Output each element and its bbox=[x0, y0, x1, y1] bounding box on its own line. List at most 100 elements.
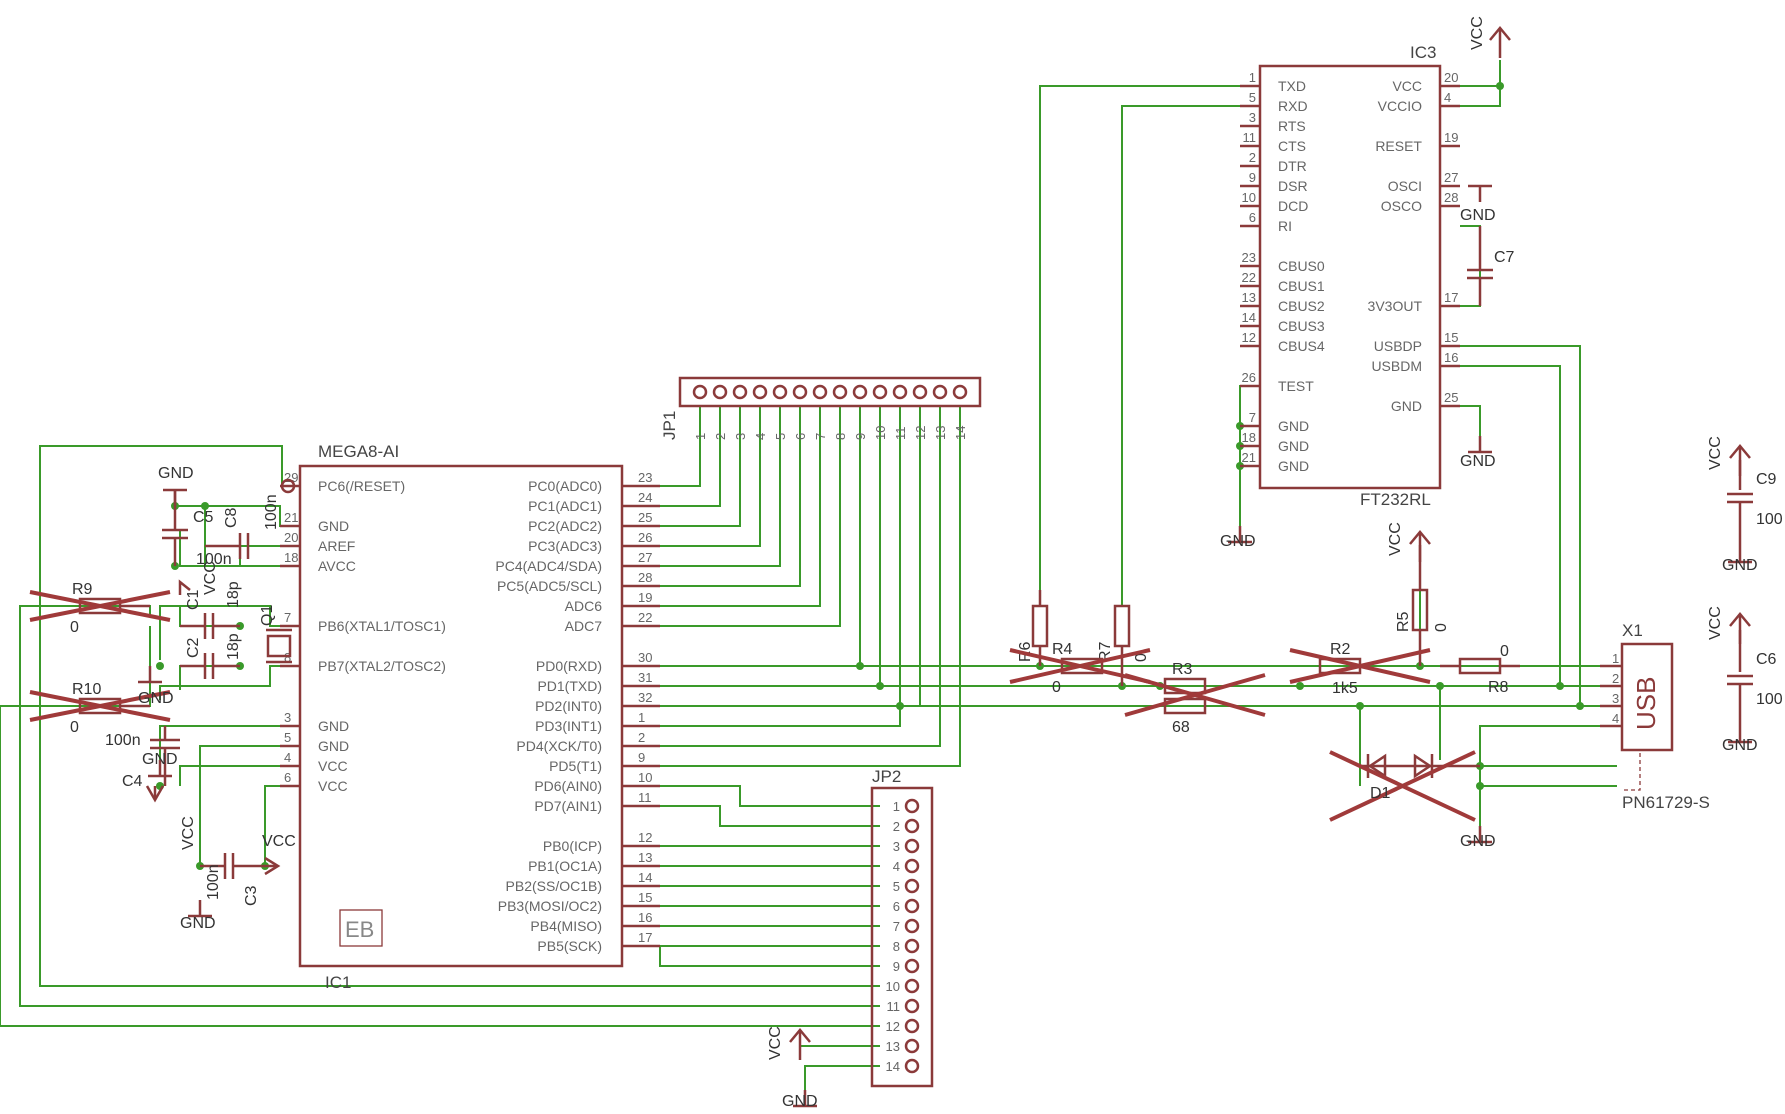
resistor-r10[interactable]: R10 0 bbox=[29, 681, 171, 736]
jp1-pin[interactable] bbox=[792, 384, 808, 400]
jp2-pin[interactable] bbox=[904, 998, 920, 1014]
diode-d1[interactable]: D1 bbox=[1329, 750, 1480, 822]
capacitor-c6[interactable]: C6 100 bbox=[1727, 630, 1783, 726]
ic1-pin-name: PD6(AIN0) bbox=[534, 778, 602, 794]
ic3-pin-name: DTR bbox=[1278, 158, 1307, 174]
ic1-pin-name: PB0(ICP) bbox=[543, 838, 602, 854]
ic3-pin-number: 11 bbox=[1243, 130, 1257, 145]
r9-ref: R9 bbox=[72, 581, 93, 598]
ic3-pin-name: GND bbox=[1278, 458, 1309, 474]
capacitor-c3[interactable]: 100n C3 bbox=[200, 853, 265, 906]
gnd-label: GND bbox=[1460, 833, 1496, 850]
capacitor-c2[interactable]: C2 18p bbox=[180, 633, 242, 679]
jp2-pin[interactable] bbox=[904, 898, 920, 914]
jp2-pin-number: 5 bbox=[893, 879, 900, 894]
ic3-pin-name: CBUS2 bbox=[1278, 298, 1325, 314]
ic3-pin-number: 28 bbox=[1444, 190, 1458, 205]
jp1-pin[interactable] bbox=[692, 384, 708, 400]
ic1-left-pins: PC6(/RESET)29GND21AREF20AVCC18PB6(XTAL1/… bbox=[280, 470, 446, 794]
ic1-pin-number: 30 bbox=[638, 650, 652, 665]
ic3-pin-name: OSCI bbox=[1388, 178, 1422, 194]
jp2-pin[interactable] bbox=[904, 918, 920, 934]
capacitor-c9[interactable]: C9 100 bbox=[1727, 460, 1783, 546]
jp1-pin-number: 14 bbox=[953, 426, 968, 440]
resistor-r3[interactable]: R3 68 bbox=[1124, 661, 1266, 736]
jp2-pin-number: 9 bbox=[893, 959, 900, 974]
ic3-pin-name: GND bbox=[1391, 398, 1422, 414]
jp1-pin[interactable] bbox=[732, 384, 748, 400]
resistor-r2[interactable]: R2 1k5 bbox=[1289, 641, 1431, 697]
ic3-pin-number: 2 bbox=[1249, 150, 1256, 165]
capacitor-c7[interactable]: C7 bbox=[1467, 226, 1515, 306]
ic3-pin-name: CTS bbox=[1278, 138, 1306, 154]
x1-usb-label: USB bbox=[1631, 677, 1661, 730]
ic3-pin-number: 10 bbox=[1242, 190, 1256, 205]
jp2-pin[interactable] bbox=[904, 878, 920, 894]
ic1-ref: IC1 bbox=[325, 973, 351, 992]
resistor-r7[interactable]: R7 0 bbox=[1097, 604, 1150, 686]
ic3-pin-name: RI bbox=[1278, 218, 1292, 234]
capacitor-c1[interactable]: C1 18p bbox=[180, 581, 242, 639]
jp2-pin[interactable] bbox=[904, 938, 920, 954]
gnd-symbol: GND bbox=[138, 666, 174, 707]
vcc-label: VCC bbox=[262, 833, 296, 850]
jp1-pin[interactable] bbox=[712, 384, 728, 400]
jp1-pin[interactable] bbox=[752, 384, 768, 400]
ic1-pin-name: PD3(INT1) bbox=[535, 718, 602, 734]
jp1-pin[interactable] bbox=[872, 384, 888, 400]
ic3-pin-name: CBUS3 bbox=[1278, 318, 1325, 334]
jp2-pin[interactable] bbox=[904, 1018, 920, 1034]
ic1-mega8[interactable]: MEGA8-AI IC1 EB PC6(/RESET)29GND21AREF20… bbox=[280, 442, 660, 992]
ic3-ft232rl[interactable]: IC3 FT232RL TXD1RXD5RTS3CTS11DTR2DSR9DCD… bbox=[1240, 43, 1460, 509]
ic1-pin-number: 6 bbox=[284, 770, 291, 785]
jp1-pin-number: 13 bbox=[933, 426, 948, 440]
jp1-pin[interactable] bbox=[812, 384, 828, 400]
jp1-pin[interactable] bbox=[832, 384, 848, 400]
resistor-r5[interactable]: R5 0 bbox=[1395, 545, 1450, 666]
crystal-q1[interactable]: Q1 bbox=[259, 605, 292, 664]
c6-value: 100 bbox=[1756, 691, 1783, 708]
ic3-pin-number: 1 bbox=[1249, 70, 1256, 85]
ic3-pin-number: 14 bbox=[1242, 310, 1256, 325]
ic3-ref: IC3 bbox=[1410, 43, 1436, 62]
capacitor-c8[interactable]: C8 100n bbox=[205, 494, 280, 559]
ic1-pin-name: PB7(XTAL2/TOSC2) bbox=[318, 658, 446, 674]
r5-ref: R5 bbox=[1395, 611, 1412, 632]
ic3-pin-number: 26 bbox=[1242, 370, 1256, 385]
ic3-pin-name: USBDM bbox=[1371, 358, 1422, 374]
x1-pin-number: 2 bbox=[1612, 671, 1619, 686]
capacitor-c4[interactable]: 100n C4 bbox=[105, 726, 180, 790]
ic1-pin-number: 25 bbox=[638, 510, 652, 525]
jp2-pin[interactable] bbox=[904, 958, 920, 974]
vcc-label: VCC bbox=[1469, 16, 1486, 50]
c3-ref: C3 bbox=[243, 885, 260, 906]
jp2-pin[interactable] bbox=[904, 838, 920, 854]
jp2-pin[interactable] bbox=[904, 798, 920, 814]
gnd-label: GND bbox=[782, 1093, 818, 1110]
jp1-pin[interactable] bbox=[892, 384, 908, 400]
jp1-pin[interactable] bbox=[932, 384, 948, 400]
jp1-pin[interactable] bbox=[912, 384, 928, 400]
ic1-pin-number: 29 bbox=[284, 470, 298, 485]
jp2-pin-number: 12 bbox=[886, 1019, 900, 1034]
jp2-pin[interactable] bbox=[904, 1058, 920, 1074]
jp1-pin[interactable] bbox=[772, 384, 788, 400]
capacitor-c5[interactable]: C5 100n bbox=[162, 490, 232, 568]
jp2-pin[interactable] bbox=[904, 858, 920, 874]
ic3-pin-number: 23 bbox=[1242, 250, 1256, 265]
resistor-r8[interactable]: R8 0 bbox=[1440, 643, 1520, 696]
resistor-r9[interactable]: R9 0 bbox=[29, 581, 171, 636]
jp1-pin-number: 1 bbox=[693, 433, 708, 440]
ic3-pin-number: 9 bbox=[1249, 170, 1256, 185]
vcc-symbol: VCC bbox=[178, 561, 219, 595]
jp2-pin[interactable] bbox=[904, 818, 920, 834]
jp1-pin[interactable] bbox=[952, 384, 968, 400]
vcc-symbol: VCC bbox=[262, 833, 296, 876]
ic1-pin-name: PC3(ADC3) bbox=[528, 538, 602, 554]
jp2-pin[interactable] bbox=[904, 1038, 920, 1054]
jp2-pin[interactable] bbox=[904, 978, 920, 994]
jp1-pin[interactable] bbox=[852, 384, 868, 400]
